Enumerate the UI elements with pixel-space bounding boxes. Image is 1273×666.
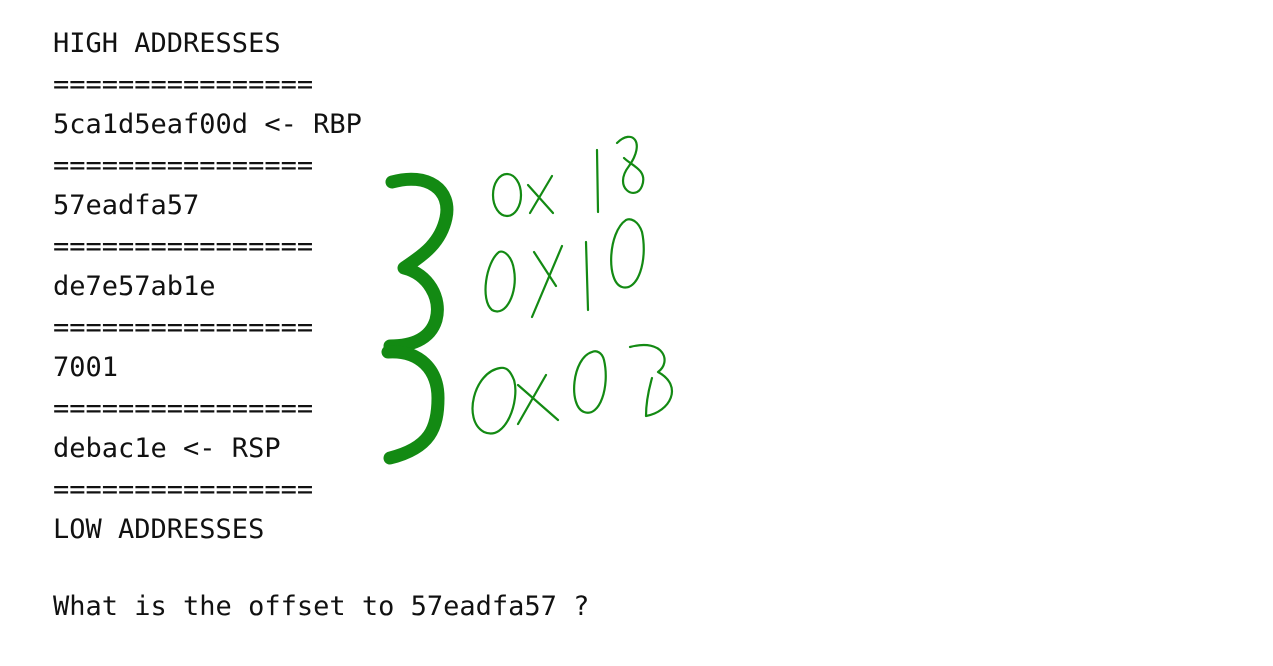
separator: ================ [53,68,314,100]
stack-row-de7e57ab1e: de7e57ab1e [53,271,216,302]
stack-row-57eadfa57: 57eadfa57 [53,190,200,221]
separator: ================ [53,392,314,424]
brace-upper [383,172,454,353]
separator: ================ [53,311,314,343]
high-addresses-label: HIGH ADDRESSES [53,28,281,59]
offset-annotation-0x10 [484,218,645,319]
separator: ================ [53,230,314,262]
separator: ================ [53,473,314,505]
question-text: What is the offset to 57eadfa57 ? [53,591,590,622]
offset-annotation-0x08 [471,344,674,435]
separator: ================ [53,149,314,181]
offset-annotation-0x18 [491,135,645,218]
brace-lower [381,345,445,465]
low-addresses-label: LOW ADDRESSES [53,514,265,545]
stack-diagram: HIGH ADDRESSES ================ 5ca1d5ea… [53,24,362,551]
stack-row-rbp: 5ca1d5eaf00d <- RBP [53,109,362,140]
stack-row-7001: 7001 [53,352,119,383]
stack-row-rsp: debac1e <- RSP [53,433,281,464]
